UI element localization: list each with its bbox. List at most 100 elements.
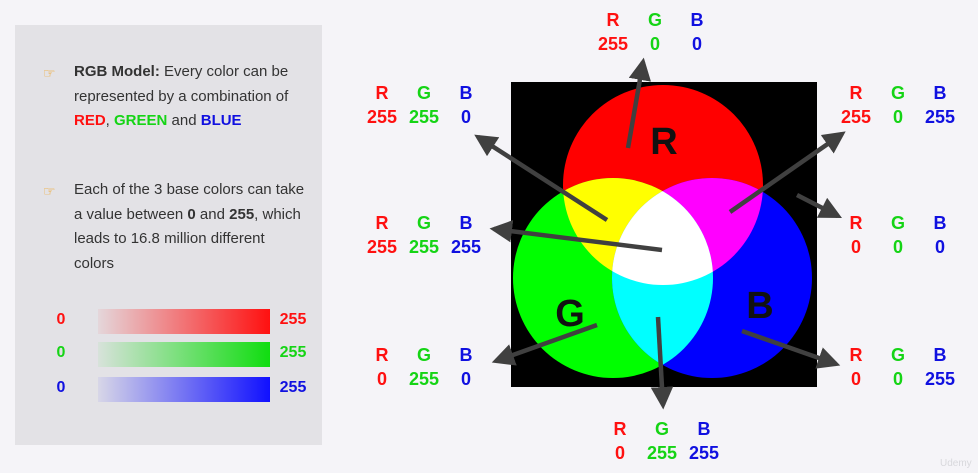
- value-g: 255: [408, 107, 440, 127]
- value-r: 255: [597, 34, 629, 54]
- scale-blue: 0 255: [15, 377, 322, 403]
- label-black: R G B 0 0 0: [836, 211, 960, 259]
- arrow-white: [489, 220, 663, 253]
- header-g: G: [416, 345, 431, 365]
- arrow-black: [795, 192, 843, 219]
- header-g: G: [890, 83, 905, 103]
- word-and: and: [167, 112, 201, 129]
- header-r: R: [613, 419, 627, 439]
- header-g: G: [416, 83, 431, 103]
- value-g: 0: [892, 237, 903, 257]
- watermark: Udemy: [940, 458, 972, 469]
- scale-max: 255: [279, 311, 307, 328]
- value-b: 0: [934, 237, 945, 257]
- value-r: 255: [366, 107, 398, 127]
- circle-label-r: R: [650, 121, 677, 163]
- value-b: 0: [460, 369, 471, 389]
- value-r: 0: [376, 369, 387, 389]
- arrow-magenta: [728, 131, 846, 214]
- bullet-rgb-model: ☞ RGB Model: Every color can be represen…: [43, 60, 305, 134]
- arrow-yellow: [474, 134, 609, 222]
- value-b: 255: [924, 369, 956, 389]
- value-b: 255: [688, 443, 720, 463]
- value-r: 255: [840, 107, 872, 127]
- gradient-bar-blue: [98, 377, 270, 402]
- word-and: and: [195, 205, 230, 223]
- word-green: GREEN: [114, 112, 168, 129]
- header-r: R: [849, 213, 863, 233]
- gradient-bar-red: [98, 309, 270, 334]
- header-r: R: [375, 83, 389, 103]
- label-yellow: R G B 255 255 0: [362, 81, 486, 129]
- bullet-body-end: , which leads to 16.8 million different …: [74, 205, 301, 272]
- header-r: R: [606, 10, 620, 30]
- label-cyan: R G B 0 255 255: [600, 417, 724, 465]
- comma: ,: [105, 112, 115, 129]
- header-b: B: [933, 345, 947, 365]
- value-g: 0: [892, 107, 903, 127]
- value-min: 0: [187, 205, 196, 223]
- scale-green: 0 255: [15, 342, 322, 368]
- arrow-blue: [741, 328, 841, 369]
- value-r: 0: [614, 443, 625, 463]
- arrows: [474, 57, 846, 410]
- header-b: B: [459, 83, 473, 103]
- bullet-body: Each of the 3 base colors can take a val…: [74, 181, 305, 223]
- pointing-hand-icon: ☞: [43, 65, 56, 81]
- header-b: B: [933, 83, 947, 103]
- circle-label-g: G: [555, 293, 585, 335]
- word-red: RED: [74, 112, 106, 129]
- value-r: 0: [850, 369, 861, 389]
- header-g: G: [647, 10, 662, 30]
- header-g: G: [416, 213, 431, 233]
- bullet-text: Each of the 3 base colors can take a val…: [74, 178, 305, 276]
- header-r: R: [375, 213, 389, 233]
- header-g: G: [654, 419, 669, 439]
- header-g: G: [890, 345, 905, 365]
- scale-min: 0: [56, 379, 66, 396]
- info-panel: ☞ RGB Model: Every color can be represen…: [15, 25, 322, 445]
- bullet-body: Every color can be represented by a comb…: [74, 63, 289, 105]
- header-b: B: [459, 213, 473, 233]
- arrow-green: [491, 322, 598, 366]
- label-green: R G B 0 255 0: [362, 343, 486, 391]
- value-g: 0: [649, 34, 660, 54]
- scale-min: 0: [56, 311, 66, 328]
- scale-min: 0: [56, 344, 66, 361]
- value-b: 0: [691, 34, 702, 54]
- label-white: R G B 255 255 255: [362, 211, 486, 259]
- value-r: 255: [366, 237, 398, 257]
- value-b: 255: [450, 237, 482, 257]
- scale-red: 0 255: [15, 309, 322, 335]
- header-r: R: [849, 83, 863, 103]
- header-b: B: [459, 345, 473, 365]
- arrow-red: [625, 57, 651, 149]
- value-b: 0: [460, 107, 471, 127]
- header-g: G: [890, 213, 905, 233]
- word-blue: BLUE: [200, 112, 242, 129]
- bullet-text: RGB Model: Every color can be represente…: [74, 60, 305, 134]
- gradient-bar-green: [98, 342, 270, 367]
- value-g: 255: [408, 369, 440, 389]
- pointing-hand-icon: ☞: [43, 183, 56, 199]
- header-b: B: [690, 10, 704, 30]
- bullet-heading: RGB Model:: [74, 63, 160, 80]
- value-g: 255: [646, 443, 678, 463]
- header-b: B: [697, 419, 711, 439]
- label-red: R G B 255 0 0: [593, 8, 717, 56]
- header-r: R: [849, 345, 863, 365]
- header-b: B: [933, 213, 947, 233]
- arrow-cyan: [650, 316, 674, 410]
- label-blue: R G B 0 0 255: [836, 343, 960, 391]
- scale-max: 255: [279, 379, 307, 396]
- value-g: 0: [892, 369, 903, 389]
- value-b: 255: [924, 107, 956, 127]
- scale-max: 255: [279, 344, 307, 361]
- value-r: 0: [850, 237, 861, 257]
- value-g: 255: [408, 237, 440, 257]
- label-magenta: R G B 255 0 255: [836, 81, 960, 129]
- bullet-value-range: ☞ Each of the 3 base colors can take a v…: [43, 178, 305, 276]
- value-max: 255: [229, 205, 255, 223]
- header-r: R: [375, 345, 389, 365]
